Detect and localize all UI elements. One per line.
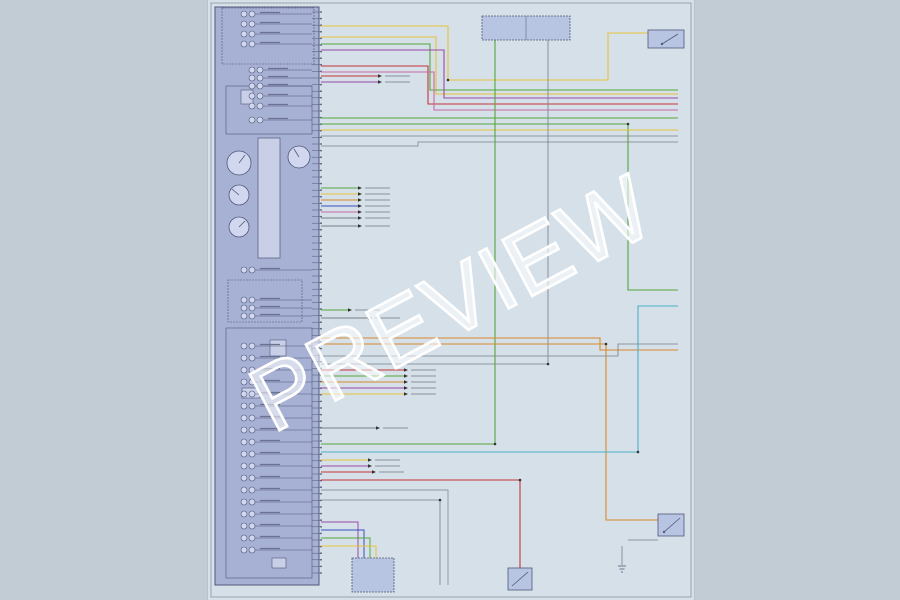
instrument-cluster bbox=[214, 6, 322, 586]
wire-stub bbox=[321, 380, 436, 384]
splice-dots bbox=[438, 78, 640, 502]
indicator-lamp bbox=[240, 510, 312, 518]
indicator-lamp bbox=[240, 390, 312, 398]
indicator-lamp bbox=[240, 378, 312, 386]
indicator-lamp bbox=[240, 462, 312, 470]
indicator-lamp bbox=[240, 414, 312, 422]
speedometer-gauge bbox=[226, 150, 252, 176]
bottom-center-switch bbox=[507, 567, 533, 591]
wire-stub bbox=[321, 470, 404, 474]
wire-stub bbox=[321, 210, 390, 214]
top-right-switch bbox=[647, 29, 685, 49]
indicator-lamp bbox=[248, 82, 312, 90]
wire-stub bbox=[321, 386, 436, 390]
indicator-lamp bbox=[240, 546, 312, 554]
wire-stub bbox=[321, 224, 390, 228]
indicator-lamp bbox=[240, 342, 312, 350]
indicator-lamp bbox=[240, 312, 312, 320]
indicator-lamp bbox=[240, 522, 312, 530]
indicator-lamp bbox=[240, 20, 312, 28]
cluster-connector-pins bbox=[312, 11, 322, 574]
circuit-wires bbox=[321, 25, 678, 585]
indicator-lamp bbox=[248, 102, 312, 110]
bottom-left-connector bbox=[351, 557, 395, 593]
fuel-gauge bbox=[228, 184, 250, 206]
ground-symbol bbox=[618, 565, 626, 573]
indicator-lamp bbox=[240, 10, 312, 18]
wiring-diagram bbox=[210, 2, 692, 598]
indicator-lamp bbox=[240, 30, 312, 38]
indicator-lamp bbox=[240, 474, 312, 482]
indicator-lamp bbox=[240, 266, 312, 274]
wiring-diagram-sheet bbox=[207, 0, 695, 600]
wire-stub bbox=[321, 316, 400, 320]
cluster-control-module bbox=[257, 137, 281, 259]
wire-stub bbox=[321, 198, 390, 202]
indicator-lamp bbox=[248, 74, 312, 82]
wire-stub bbox=[321, 192, 390, 196]
indicator-lamp bbox=[240, 402, 312, 410]
indicator-lamp bbox=[240, 40, 312, 48]
bottom-right-switch bbox=[657, 513, 685, 537]
wire-stub bbox=[321, 464, 400, 468]
indicator-lamp bbox=[240, 534, 312, 542]
indicator-lamp bbox=[240, 426, 312, 434]
wire-stub bbox=[321, 368, 436, 372]
wire-stub bbox=[321, 374, 436, 378]
indicator-lamp bbox=[240, 450, 312, 458]
indicator-lamp bbox=[240, 354, 312, 362]
indicator-lamp bbox=[240, 366, 312, 374]
top-connector-module bbox=[481, 15, 571, 41]
wire-stub bbox=[321, 392, 436, 396]
indicator-lamp bbox=[248, 66, 312, 74]
wire-stub bbox=[321, 80, 410, 84]
indicator-lamp bbox=[248, 116, 312, 124]
wire-stubs bbox=[321, 74, 436, 474]
wire-stub bbox=[321, 186, 390, 190]
indicator-lamp bbox=[240, 296, 312, 304]
indicator-lamp bbox=[240, 304, 312, 312]
indicator-lamp bbox=[240, 486, 312, 494]
wire-stub bbox=[321, 458, 400, 462]
wire-stub bbox=[321, 216, 390, 220]
diagram-border bbox=[210, 2, 692, 598]
wire-stub bbox=[321, 426, 408, 430]
wire-stub bbox=[321, 204, 390, 208]
tachometer-gauge bbox=[287, 145, 311, 169]
temperature-gauge bbox=[228, 216, 250, 238]
wire-stub bbox=[321, 74, 410, 78]
indicator-lamp bbox=[240, 438, 312, 446]
indicator-lamp bbox=[240, 498, 312, 506]
wire-stub bbox=[321, 308, 380, 312]
indicator-lamp bbox=[248, 92, 312, 100]
indicator-lamps bbox=[240, 10, 312, 554]
